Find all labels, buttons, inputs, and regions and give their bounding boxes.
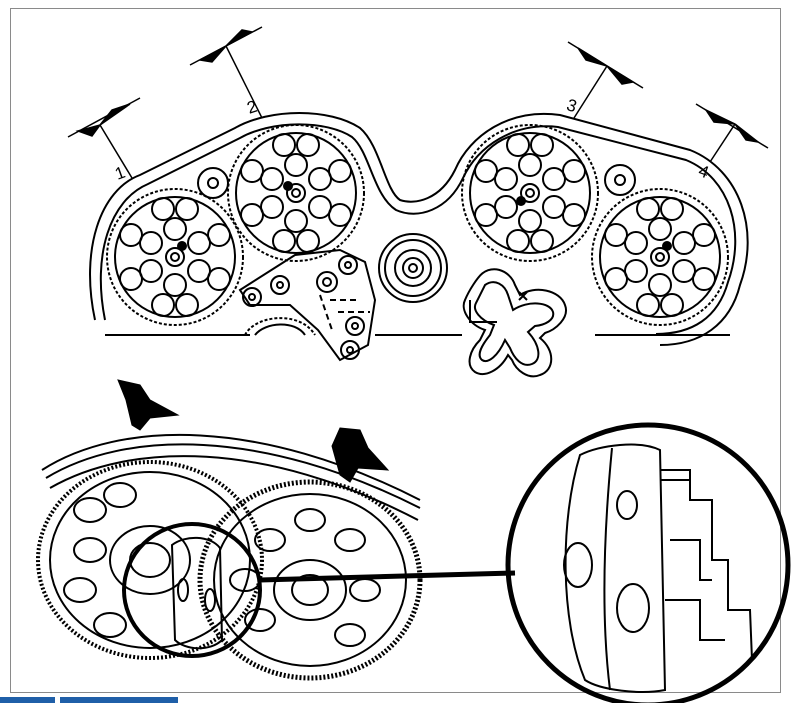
callout-leaders	[67, 26, 769, 179]
timing-mark-dot	[283, 181, 293, 191]
arrow-right	[331, 427, 390, 483]
crankshaft-gear-partial	[244, 317, 316, 336]
camshaft-gear-2	[227, 124, 365, 262]
belt-routing-view	[89, 112, 749, 378]
camshaft-gear-left-perspective	[36, 460, 264, 660]
water-pump-pulley	[378, 233, 448, 303]
locking-tool-enlarged	[563, 443, 753, 693]
idler-pulley-right	[604, 164, 636, 196]
timing-mark-dot	[516, 196, 526, 206]
arrow-left	[117, 379, 180, 431]
bottom-tab-2[interactable]	[60, 697, 178, 703]
idler-pulley-left	[197, 167, 229, 199]
timing-mark-dot	[662, 241, 672, 251]
bottom-tab-1[interactable]	[0, 697, 55, 703]
diagram-frame	[10, 8, 781, 693]
camshaft-gear-right-perspective	[197, 479, 423, 681]
timing-belt-outer	[89, 112, 749, 346]
tensioner-bracket	[238, 248, 377, 362]
bottom-toolbar	[0, 697, 791, 703]
gear-locking-tool	[170, 536, 224, 650]
callout-label-4: 4	[696, 161, 711, 182]
camshaft-gear-4	[591, 188, 729, 326]
direction-arrows	[117, 379, 390, 483]
bracket-dashed-detail	[319, 294, 370, 331]
magnifier-circle-small	[122, 522, 262, 658]
magnifier-connector	[259, 570, 516, 583]
bracket-bolts	[242, 255, 365, 360]
magnifier-circle-large	[505, 422, 791, 703]
timing-mark-dot	[177, 241, 187, 251]
camshaft-gear-1	[106, 188, 244, 326]
timing-belt-inner	[99, 123, 737, 335]
gear-lock-detail-view	[36, 422, 791, 703]
x-cutout-inner	[474, 281, 555, 366]
camshaft-gear-3	[461, 124, 599, 262]
